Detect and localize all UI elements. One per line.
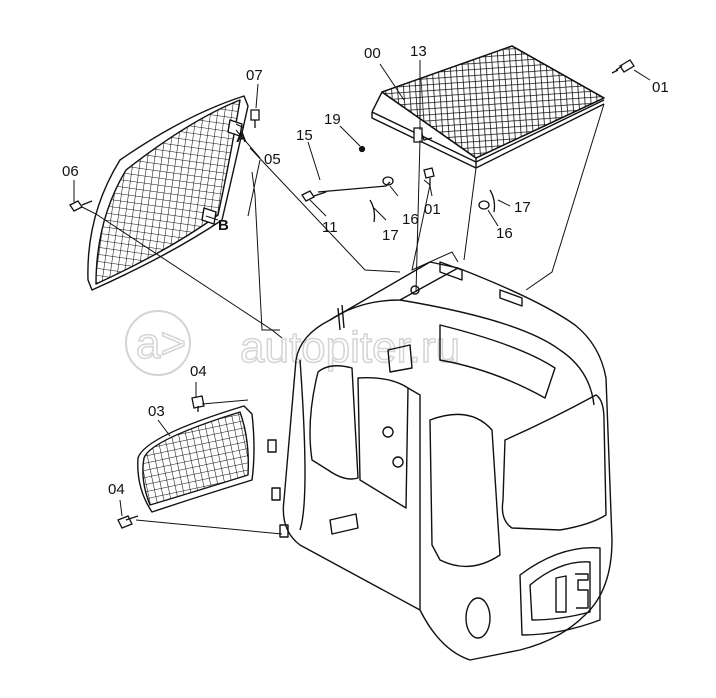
washer-16-left-icon: [382, 176, 394, 186]
roof-guard-bracket-left: [439, 261, 463, 281]
assembly-line-roof: [411, 103, 605, 291]
bolt-07-icon: [250, 109, 260, 128]
callout-11: 11: [322, 219, 338, 236]
front-guard: [137, 405, 255, 513]
cab-roof-front-edge: [329, 267, 459, 321]
side-guard-frame: [87, 95, 249, 291]
leader-00: [379, 63, 405, 101]
leader-lines: [73, 60, 651, 535]
callout-17-left: 17: [382, 227, 399, 244]
cab-roof-rear-edge: [399, 299, 595, 406]
callouts: 00 13 01 19 15 07 05 06 A B 11 16 01 17 …: [62, 43, 669, 498]
watermark-logo-letters: a>: [136, 319, 186, 368]
front-window-left: [309, 365, 359, 480]
cab-outline: [282, 261, 613, 661]
assembly-line-side-lower: [81, 206, 283, 339]
callout-16-right: 16: [496, 225, 513, 242]
cab-mount-hole-1: [382, 426, 394, 438]
rear-panel: [519, 547, 601, 636]
rear-logo-emblem: [555, 573, 589, 613]
roof-window: [439, 324, 556, 399]
leader-16-left: [389, 185, 399, 197]
bolt-06-icon: [69, 200, 93, 212]
cab-door-edge: [407, 387, 421, 610]
callout-17-right: 17: [514, 199, 531, 216]
cab-mount-hole-3: [410, 285, 420, 295]
bolt-11-icon: [301, 190, 327, 202]
roof-guard: [371, 45, 605, 169]
leader-01-center: [429, 185, 433, 197]
leader-17-left: [373, 207, 387, 221]
callout-16-left: 16: [402, 211, 419, 228]
assembly-line-side: [249, 147, 401, 331]
pin-17-right-icon: [489, 189, 496, 213]
roof-guard-bracket-right: [499, 289, 523, 307]
watermark-logo-icon: [125, 310, 191, 376]
callout-04-bottom: 04: [108, 481, 125, 498]
callout-00: 00: [364, 45, 381, 62]
cab-body: [267, 261, 613, 661]
side-guard-mesh: [95, 99, 241, 285]
leader-03: [157, 419, 171, 437]
callout-13: 13: [410, 43, 427, 60]
pin-17-left-icon: [369, 199, 376, 223]
front-guard-mesh: [142, 411, 249, 506]
side-guard-hinges: [201, 119, 243, 225]
detail-letter-b: B: [218, 217, 229, 234]
leader-16-right: [487, 209, 499, 227]
callout-03: 03: [148, 403, 165, 420]
leader-07: [255, 83, 259, 109]
front-guard-mount-brackets: [267, 439, 289, 538]
part-19-icon: [358, 145, 366, 153]
leader-15: [307, 141, 321, 181]
bolt-04-top-icon: [191, 395, 205, 412]
detail-letter-a: A: [236, 129, 247, 146]
door-handle: [329, 513, 359, 535]
roof-guard-frame: [381, 45, 605, 159]
bolt-01-center-icon: [423, 167, 435, 186]
callout-19: 19: [324, 111, 341, 128]
callout-07: 07: [246, 67, 263, 84]
washer-16-right-icon: [478, 200, 490, 210]
leader-17-right: [497, 199, 511, 207]
watermark: a> autopiter.ru: [125, 310, 461, 376]
watermark-text: autopiter.ru: [240, 323, 460, 372]
callout-01-center: 01: [424, 201, 441, 218]
cab-mount-hole-2: [392, 456, 404, 468]
front-window-right: [357, 377, 409, 509]
leader-11: [309, 199, 327, 217]
callout-15: 15: [296, 127, 313, 144]
leader-ab: [205, 123, 245, 221]
bolt-13-icon: [413, 127, 423, 143]
side-window: [429, 413, 501, 568]
leader-04-bottom: [119, 499, 123, 517]
rear-panel-inner: [529, 561, 591, 621]
roof-guard-edge: [371, 103, 605, 169]
bolt-04-bottom-icon: [117, 515, 139, 529]
rear-lamp: [465, 597, 491, 639]
assembly-line-roof-center: [415, 139, 477, 293]
cab-front-pillar: [299, 359, 306, 531]
roof-guard-bracket-front: [387, 344, 413, 373]
bolt-01-roof-icon: [611, 59, 635, 74]
leader-19: [339, 125, 361, 147]
front-guard-bracket: [337, 304, 345, 331]
leader-01-roof: [633, 69, 651, 81]
callout-01-roof: 01: [652, 79, 669, 96]
callout-06: 06: [62, 163, 79, 180]
callout-05: 05: [264, 151, 281, 168]
rear-window: [501, 394, 607, 531]
callout-04-top: 04: [190, 363, 207, 380]
front-guard-frame: [137, 405, 255, 513]
rod-15-icon: [317, 181, 391, 193]
assembly-line-front: [135, 399, 283, 535]
